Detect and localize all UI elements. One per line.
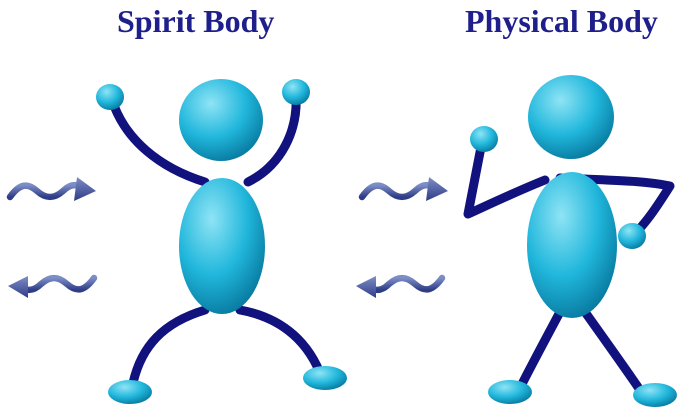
- physical-right-hand: [618, 223, 646, 249]
- physical-right-leg: [585, 312, 640, 390]
- physical-left-leg: [520, 312, 560, 388]
- spirit-right-hand: [282, 79, 310, 105]
- spirit-right-foot: [303, 366, 347, 390]
- physical-torso: [527, 172, 617, 318]
- wavy-arrow-right-icon: [362, 177, 448, 201]
- wavy-arrow-left-icon: [356, 276, 442, 298]
- spirit-body-figure: [96, 79, 347, 404]
- physical-left-foot: [488, 380, 532, 404]
- physical-head: [528, 75, 614, 159]
- physical-left-hand: [470, 126, 498, 152]
- spirit-torso: [179, 178, 265, 314]
- wavy-arrow-right-icon: [10, 177, 96, 201]
- wavy-arrow-left-icon: [8, 276, 94, 298]
- physical-left-arm: [468, 142, 545, 214]
- spirit-head: [179, 79, 263, 161]
- spirit-body-title: Spirit Body: [117, 2, 274, 40]
- physical-right-foot: [633, 383, 677, 407]
- physical-body-figure: [468, 75, 677, 407]
- spirit-right-leg: [240, 310, 322, 378]
- physical-body-title: Physical Body: [465, 2, 658, 40]
- spirit-left-hand: [96, 84, 124, 110]
- spirit-left-leg: [132, 310, 205, 388]
- spirit-left-foot: [108, 380, 152, 404]
